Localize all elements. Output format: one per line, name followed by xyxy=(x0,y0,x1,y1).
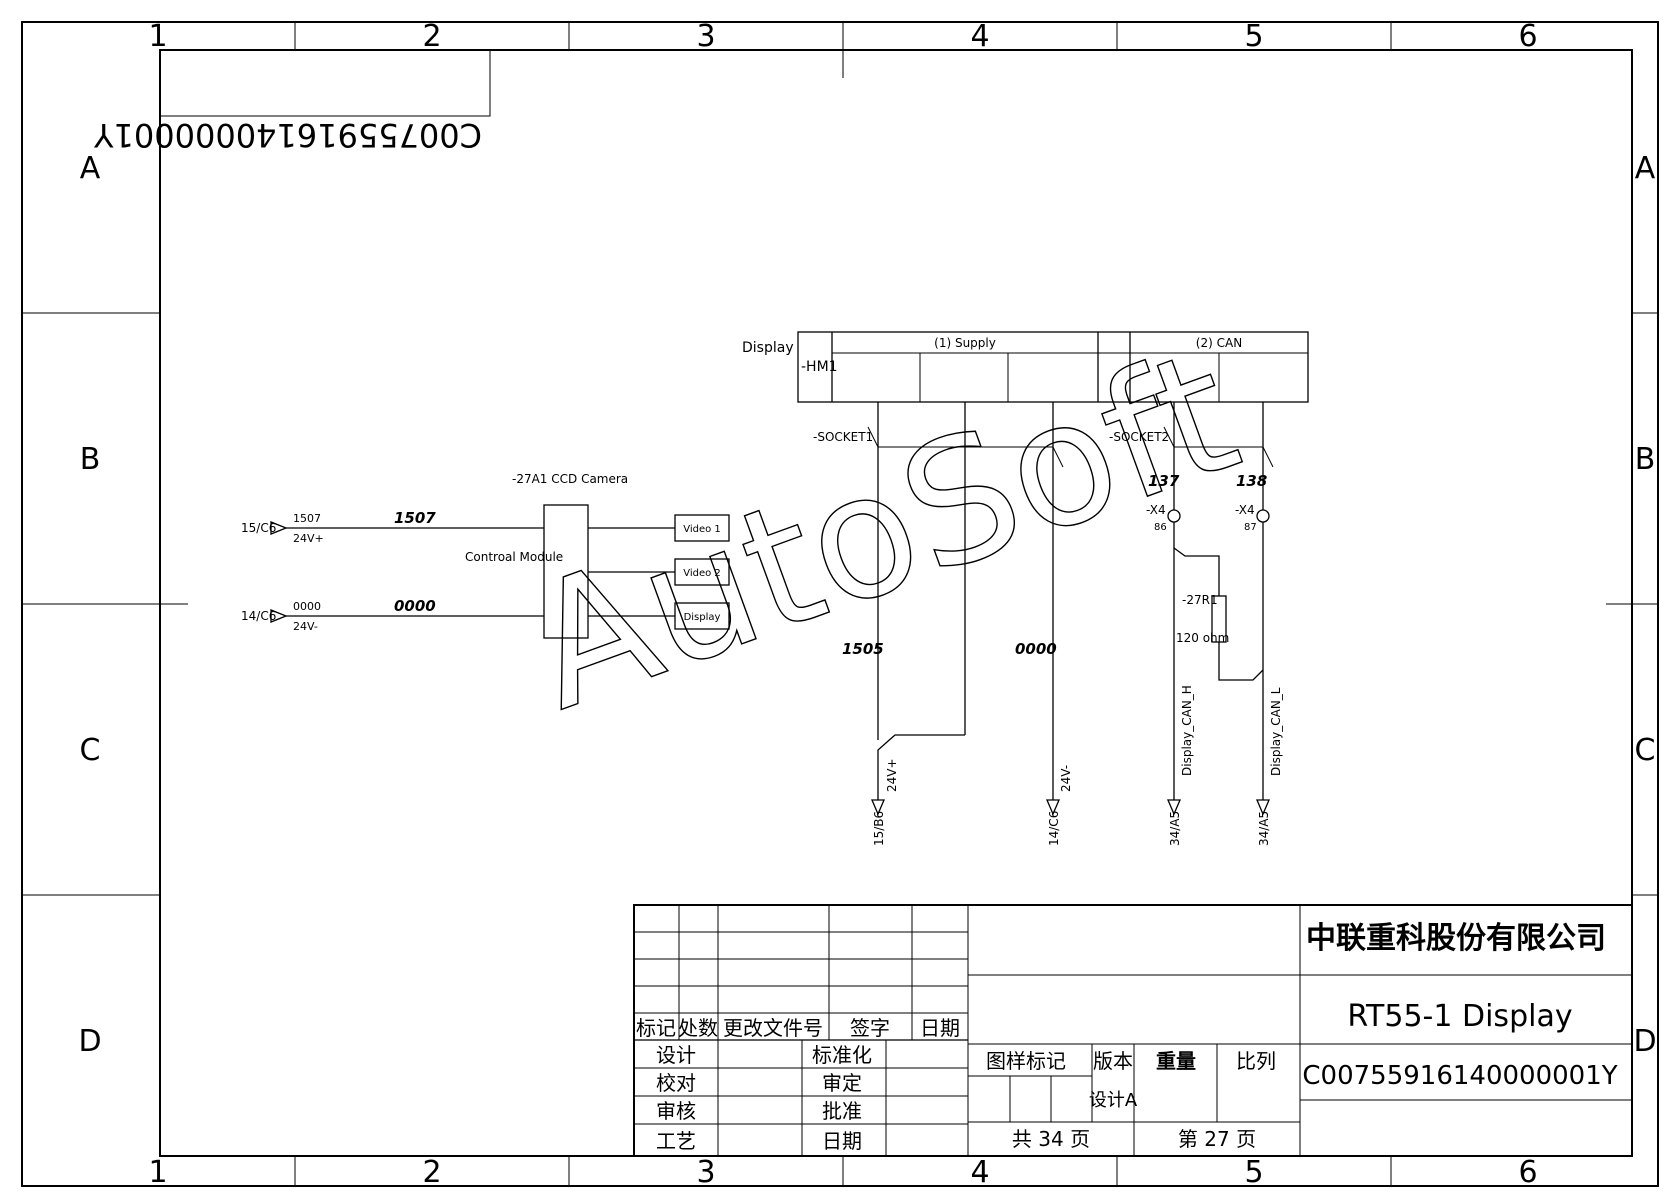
row-letter-right: C xyxy=(1635,733,1656,768)
hmi-group-can: (2) CAN xyxy=(1196,336,1242,350)
col-number-bottom: 3 xyxy=(696,1155,715,1190)
rev-header-date: 日期 xyxy=(920,1016,960,1040)
col-number-bottom: 5 xyxy=(1244,1155,1263,1190)
wire-137: 137 xyxy=(1148,472,1180,490)
input-wire-label-1507: 1507 xyxy=(394,509,436,527)
rev-header-sign: 签字 xyxy=(850,1016,890,1040)
info-header-scale: 比列 xyxy=(1236,1049,1276,1073)
row-letter-right: B xyxy=(1635,442,1656,477)
input-ref-14-c6: 14/C6 xyxy=(241,609,276,623)
row-letter-left: B xyxy=(80,442,101,477)
output-ref-15-b6: 15/B6 xyxy=(872,811,886,846)
x4-tag-right: -X4 xyxy=(1235,503,1255,517)
camera-output-video1: Video 1 xyxy=(683,524,721,535)
sign-check: 校对 xyxy=(656,1071,696,1095)
x4-tag-left: -X4 xyxy=(1146,503,1166,517)
rev-header-count: 处数 xyxy=(678,1016,718,1040)
x4-pin-86: 86 xyxy=(1154,522,1167,533)
col-number-top: 3 xyxy=(696,19,715,54)
input-signal-24v-plus: 24V+ xyxy=(293,532,324,545)
output-signal-24v-plus: 24V+ xyxy=(885,758,899,792)
hmi-title: Display xyxy=(742,340,794,356)
drawing-code: C00755916140000001Y xyxy=(1302,1061,1617,1091)
col-number-bottom: 4 xyxy=(970,1155,989,1190)
resistor-value: 120 ohm xyxy=(1176,631,1229,645)
hmi-tag: -HM1 xyxy=(801,359,838,375)
wire-138: 138 xyxy=(1236,472,1267,490)
hmi-display-block: Display -HM1 (1) Supply (2) CAN xyxy=(742,331,1309,403)
resistor-tag: -27R1 xyxy=(1182,593,1218,607)
sign-date: 日期 xyxy=(822,1129,862,1153)
camera-output-display: Display xyxy=(684,612,721,623)
total-pages: 共 34 页 xyxy=(1012,1127,1090,1151)
row-letter-right: D xyxy=(1633,1024,1656,1059)
sign-audit: 审核 xyxy=(656,1099,696,1123)
rev-header-mark: 标记 xyxy=(636,1016,676,1040)
drawing-frame: 1 2 3 4 5 6 1 2 3 4 5 6 A B C D A B C D xyxy=(21,19,1659,1190)
output-ref-14-c6: 14/C6 xyxy=(1047,811,1061,846)
camera-output-video2: Video 2 xyxy=(683,568,721,579)
col-number-bottom: 2 xyxy=(422,1155,441,1190)
camera-title: -27A1 CCD Camera xyxy=(512,472,628,486)
hmi-group-supply: (1) Supply xyxy=(934,336,996,350)
drawing-title: RT55-1 Display xyxy=(1347,999,1572,1034)
info-header-version: 版本 xyxy=(1093,1049,1133,1073)
info-header-weight: 重量 xyxy=(1156,1049,1196,1073)
col-number-bottom: 1 xyxy=(148,1155,167,1190)
sign-standardize: 标准化 xyxy=(812,1043,872,1067)
input-ref-15-c6: 15/C6 xyxy=(241,521,276,535)
col-number-top: 1 xyxy=(148,19,167,54)
row-letter-left: A xyxy=(80,151,101,186)
output-ref-34-a5-l: 34/A5 xyxy=(1257,811,1271,846)
col-number-top: 6 xyxy=(1518,19,1537,54)
x4-pin-87: 87 xyxy=(1244,522,1257,533)
supply-wires: -SOCKET1 1505 0000 xyxy=(813,402,1064,800)
socket2-label: -SOCKET2 xyxy=(1109,430,1169,444)
sign-approve: 批准 xyxy=(822,1099,862,1123)
row-letter-left: D xyxy=(78,1024,101,1059)
input-wire-label-0000: 0000 xyxy=(394,597,436,615)
module-label: Controal Module xyxy=(465,550,563,564)
rev-header-change-doc: 更改文件号 xyxy=(723,1016,823,1040)
title-block: 标记 处数 更改文件号 签字 日期 设计 标准化 校对 审定 审核 批准 工艺 … xyxy=(633,904,1633,1157)
input-signal-24v-minus: 24V- xyxy=(293,620,318,633)
row-letter-left: C xyxy=(80,733,101,768)
socket1-label: -SOCKET1 xyxy=(813,430,873,444)
output-signal-can-l: Display_CAN_L xyxy=(1269,687,1283,776)
sign-design: 设计 xyxy=(656,1043,696,1067)
info-version-value: 设计A xyxy=(1089,1090,1138,1111)
mirrored-code: C00755916140000001Y xyxy=(94,116,482,154)
page-number: 第 27 页 xyxy=(1178,1127,1256,1151)
can-wires: -SOCKET2 137 138 -X4 86 -X4 87 -27R1 120… xyxy=(1109,402,1274,800)
sign-process: 工艺 xyxy=(656,1129,696,1153)
wire-0000-right: 0000 xyxy=(1015,640,1057,658)
output-signal-can-h: Display_CAN_H xyxy=(1180,685,1194,776)
sign-approve-review: 审定 xyxy=(822,1071,862,1095)
info-header-drawing-mark: 图样标记 xyxy=(986,1049,1066,1073)
col-number-bottom: 6 xyxy=(1518,1155,1537,1190)
company-name: 中联重科股份有限公司 xyxy=(1306,921,1606,956)
camera-module: -27A1 CCD Camera Controal Module Video 1… xyxy=(465,472,730,639)
output-signal-24v-minus: 24V- xyxy=(1059,765,1073,792)
watermark: AutoSoft xyxy=(506,313,1260,749)
output-ref-34-a5-h: 34/A5 xyxy=(1168,811,1182,846)
wire-1505: 1505 xyxy=(842,640,884,658)
col-number-top: 2 xyxy=(422,19,441,54)
mirrored-code-box: C00755916140000001Y xyxy=(94,49,491,154)
input-wire-top-1507: 1507 xyxy=(293,512,321,525)
col-number-top: 4 xyxy=(970,19,989,54)
input-lines: 15/C6 1507 24V+ 1507 14/C6 0000 24V- 000… xyxy=(241,509,544,633)
row-letter-right: A xyxy=(1635,151,1656,186)
bottom-outputs: 24V+ 15/B6 24V- 14/C6 Display_CAN_H 34/A… xyxy=(871,685,1283,846)
col-number-top: 5 xyxy=(1244,19,1263,54)
input-wire-top-0000: 0000 xyxy=(293,600,321,613)
